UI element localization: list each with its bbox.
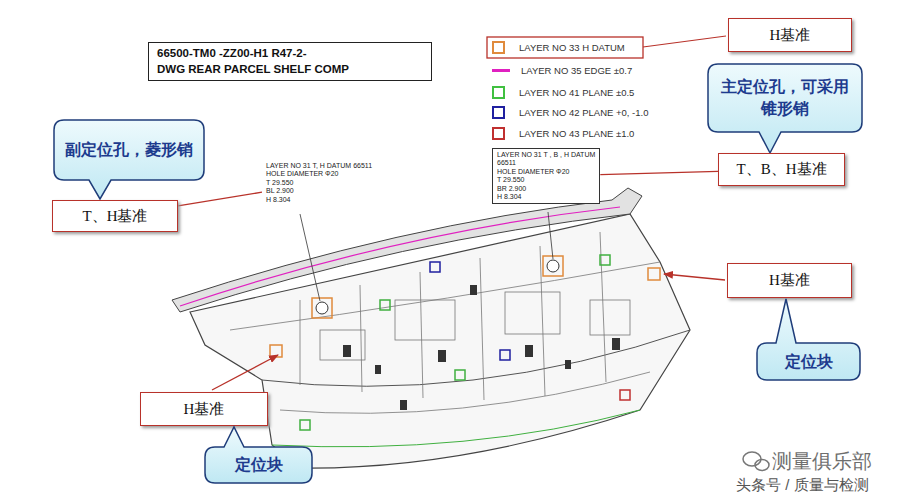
connector-line	[178, 192, 262, 206]
panel-ribs	[230, 232, 660, 413]
bubble-outline	[708, 64, 862, 153]
leader-line	[300, 214, 320, 301]
node-text: 66511	[497, 159, 516, 167]
callout-bubble: 副定位孔，菱形销	[54, 120, 204, 180]
shelf-body	[190, 214, 690, 468]
legend-swatch	[492, 86, 505, 99]
legend-swatch	[492, 106, 505, 119]
watermark: 测量俱乐部	[772, 448, 872, 475]
hole	[316, 302, 328, 314]
node-text: H基准	[184, 400, 225, 419]
legend-row: LAYER NO 42 PLANE +0, -1.0	[492, 104, 648, 120]
node-text: BR 2.900	[497, 185, 526, 193]
node-text: LAYER NO 31 T , B , H DATUM	[497, 151, 595, 159]
node-text: T、B、H基准	[737, 160, 827, 179]
leader-line	[548, 212, 553, 259]
datum-marks	[270, 255, 660, 430]
node-text: 定位块	[235, 454, 283, 476]
leader-line	[643, 36, 726, 47]
node-text: H基准	[770, 26, 811, 45]
legend-text: LAYER NO 33 H DATUM	[519, 42, 625, 53]
callout-bubble: 定位块	[205, 447, 312, 483]
node-text: H 8.304	[266, 196, 291, 204]
clips	[343, 285, 620, 410]
node-text: 定位块	[785, 351, 833, 373]
front-edge	[262, 330, 690, 386]
node-text: T 29.550	[497, 176, 525, 184]
callout-bubble: 主定位孔，可采用锥形销	[708, 64, 862, 132]
callout-bubble: 定位块	[757, 343, 860, 380]
node-text: H 8.304	[497, 193, 522, 201]
datum-box: H基准	[728, 18, 852, 52]
datum-note: LAYER NO 31 T, H DATUM 66511HOLE DIAMETE…	[262, 160, 376, 206]
plane-line	[272, 410, 640, 447]
node-text: 66500-TM0 -ZZ00-H1 R47-2-	[157, 46, 307, 62]
node-text: 副定位孔，菱形销	[65, 139, 193, 161]
node-text: H基准	[769, 271, 810, 290]
legend-swatch	[492, 41, 505, 54]
legend-row: LAYER NO 43 PLANE ±1.0	[492, 125, 634, 141]
connector-line	[600, 171, 718, 174]
wechat-icon	[743, 452, 769, 471]
bubble-outline	[54, 120, 204, 199]
node-text: T、H基准	[83, 207, 148, 226]
watermark: 头条号 / 质量与检测	[736, 476, 869, 495]
legend-text: LAYER NO 35 EDGE ±0.7	[521, 65, 632, 76]
legend-swatch	[492, 127, 505, 140]
drawing-title-box: 66500-TM0 -ZZ00-H1 R47-2-DWG REAR PARCEL…	[148, 42, 432, 81]
bubble-shape	[708, 64, 862, 132]
legend-row: LAYER NO 41 PLANE ±0.5	[492, 84, 634, 100]
node-text: BL 2.900	[266, 187, 294, 195]
node-text: HOLE DIAMETER Φ20	[266, 170, 339, 178]
legend-highlight	[487, 37, 643, 58]
node-text: 主定位孔，可采用锥形销	[718, 76, 852, 119]
rear-rail	[172, 188, 642, 312]
leader-arrow	[212, 355, 278, 390]
node-text: LAYER NO 31 T, H DATUM 66511	[266, 162, 372, 170]
datum-box: H基准	[727, 263, 852, 298]
datum-note: LAYER NO 31 T , B , H DATUM66511HOLE DIA…	[492, 148, 600, 204]
legend-text: LAYER NO 43 PLANE ±1.0	[519, 128, 634, 139]
legend-row: LAYER NO 35 EDGE ±0.7	[492, 62, 632, 78]
legend-text: LAYER NO 42 PLANE +0, -1.0	[519, 107, 648, 118]
datum-box: H基准	[140, 392, 268, 426]
edge-line	[180, 207, 620, 306]
hole	[547, 260, 559, 272]
node-text: DWG REAR PARCEL SHELF COMP	[157, 62, 349, 78]
legend-text: LAYER NO 41 PLANE ±0.5	[519, 87, 634, 98]
node-text: HOLE DIAMETER Φ20	[497, 168, 570, 176]
legend-row: LAYER NO 33 H DATUM	[492, 39, 625, 55]
datum-box: T、B、H基准	[718, 153, 845, 186]
node-text: T 29.550	[266, 179, 294, 187]
datum-box: T、H基准	[52, 200, 178, 232]
bubble-outline	[205, 427, 312, 483]
bubble-outline	[757, 299, 860, 380]
leader-arrow	[664, 274, 725, 280]
legend-swatch	[492, 69, 510, 72]
